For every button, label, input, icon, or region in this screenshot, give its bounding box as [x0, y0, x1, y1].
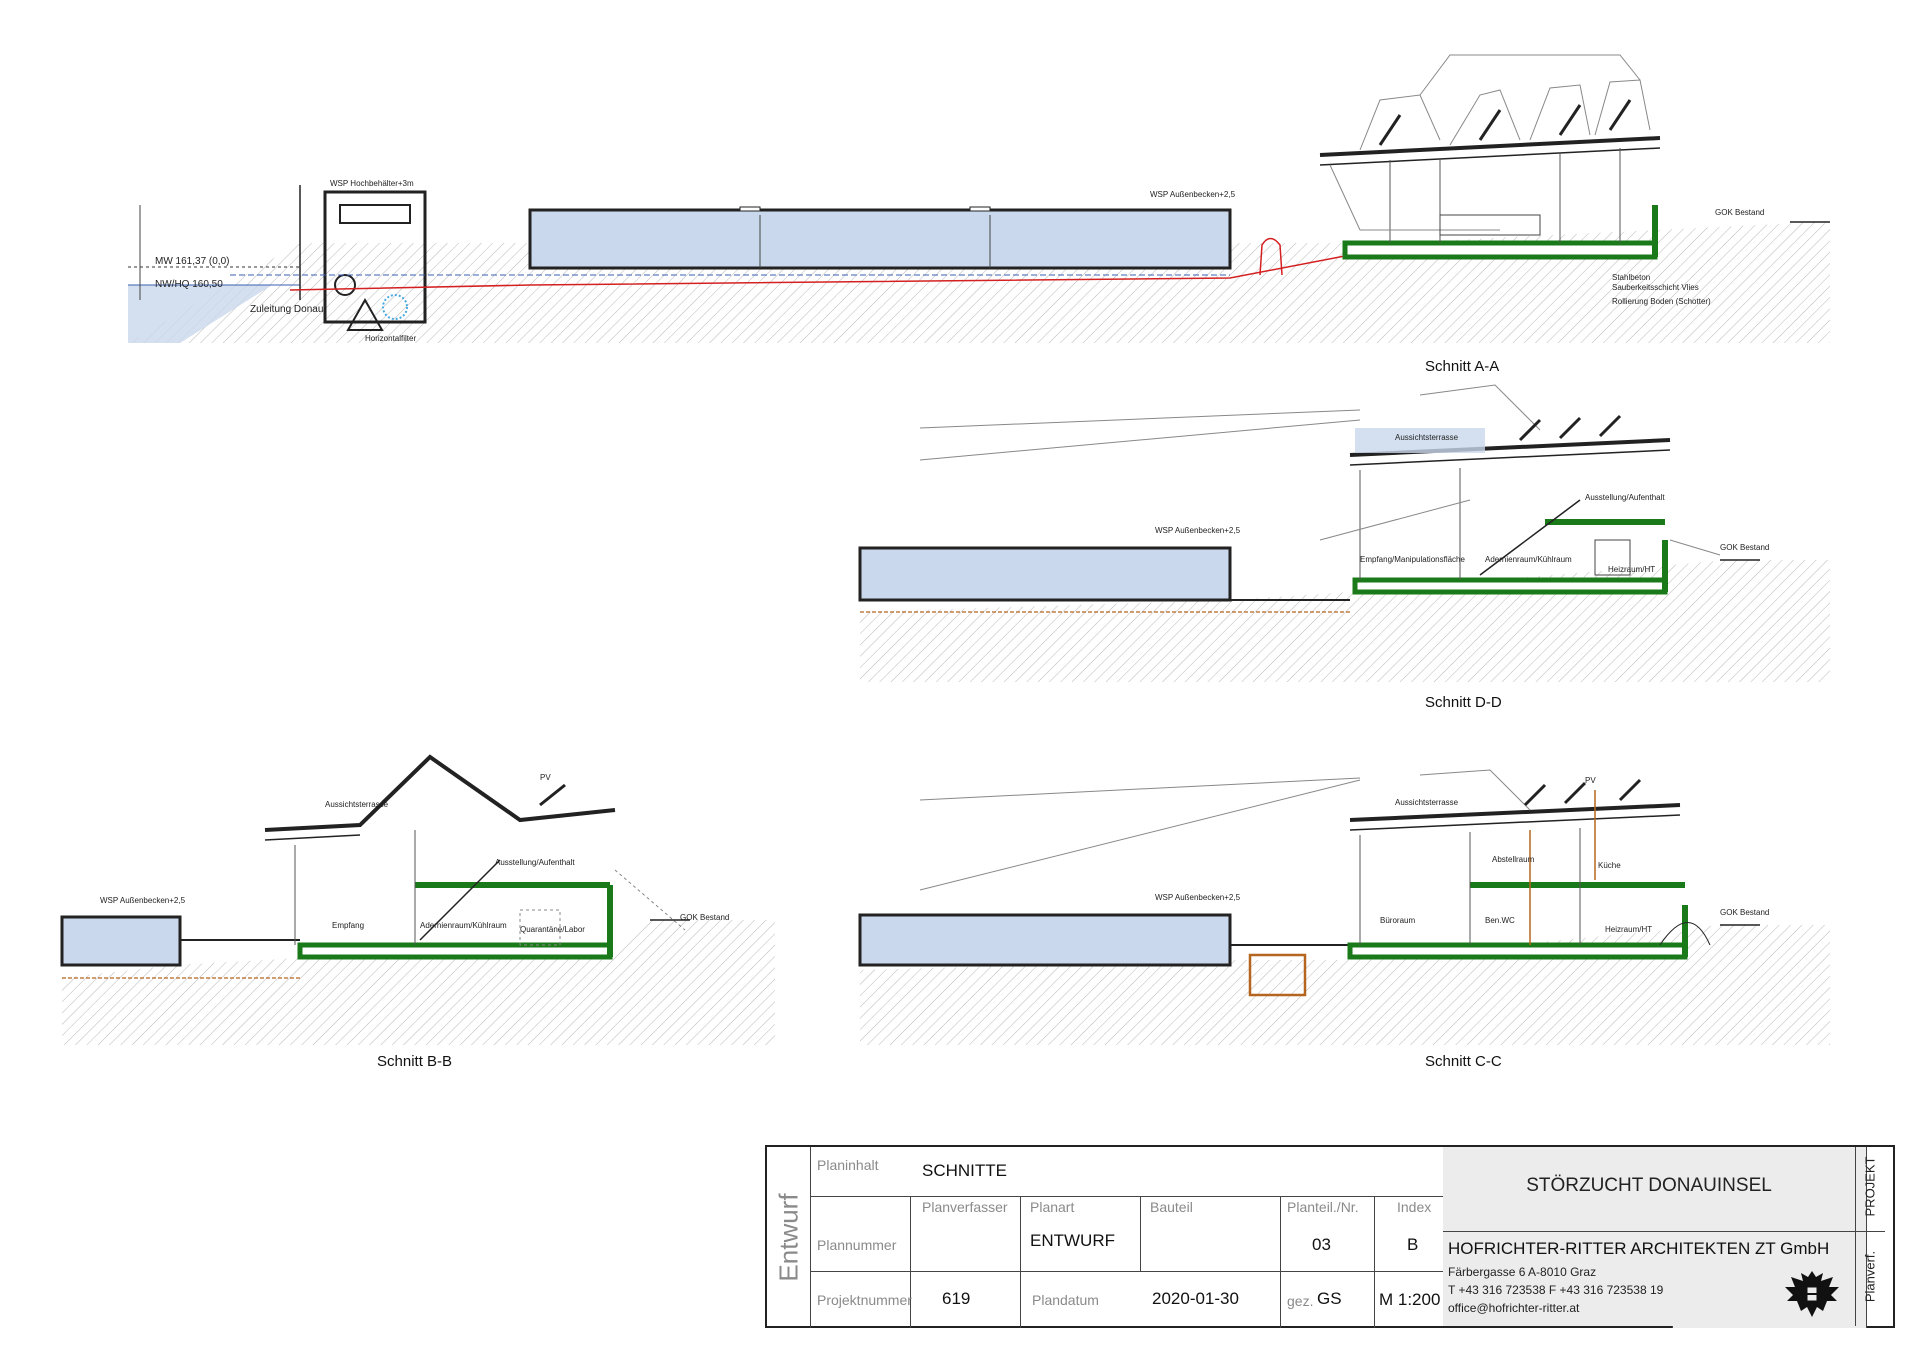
- project-block: STÖRZUCHT DONAUINSEL HOFRICHTER-RITTER A…: [1443, 1147, 1855, 1326]
- caption-schnitt-c-c: Schnitt C-C: [1425, 1053, 1502, 1070]
- bauteil-label: Bauteil: [1150, 1199, 1193, 1215]
- label-ausstellung-b: Ausstellung/Aufenthalt: [495, 858, 575, 867]
- address-text: Färbergasse 6 A-8010 Graz: [1448, 1265, 1597, 1279]
- gez-value: GS: [1317, 1289, 1342, 1308]
- email-text: office@hofrichter-ritter.at: [1448, 1301, 1580, 1315]
- label-ben-wc-c: Ben.WC: [1485, 916, 1515, 925]
- phone-text: T +43 316 723538 F +43 316 723538 19: [1448, 1283, 1664, 1297]
- vertical-label-entwurf: Entwurf: [769, 1193, 809, 1281]
- section-b-b: WSP Außenbecken+2,5 GOK Bestand Aussicht…: [60, 754, 775, 1070]
- project-name-text: STÖRZUCHT DONAUINSEL: [1526, 1175, 1772, 1196]
- label-heizraum-c: Heizraum/HT: [1605, 925, 1652, 934]
- outdoor-basin: [858, 913, 1232, 967]
- label-wsp-hochbehaelter: WSP Hochbehälter+3m: [330, 179, 414, 188]
- label-gok-bestand-b: GOK Bestand: [680, 913, 729, 922]
- projektnummer-label: Projektnummer: [817, 1292, 912, 1308]
- label-adsorberraum-b: Adernienraum/Kühlraum: [420, 921, 507, 930]
- label-wsp-aussenbecken-b: WSP Außenbecken+2,5: [100, 896, 186, 905]
- label-layer-1: Stahlbeton: [1612, 273, 1650, 282]
- planteil-value: 03: [1312, 1235, 1331, 1254]
- plandatum-label: Plandatum: [1032, 1292, 1099, 1308]
- plandatum-value: 2020-01-30: [1152, 1289, 1239, 1308]
- cistern: [1248, 953, 1307, 997]
- building-c-slab: [1347, 942, 1688, 960]
- label-gok-bestand-c: GOK Bestand: [1720, 908, 1769, 917]
- caption-schnitt-b-b: Schnitt B-B: [377, 1053, 452, 1070]
- firm-name-text: HOFRICHTER-RITTER ARCHITEKTEN ZT GmbH: [1448, 1239, 1830, 1258]
- planverfasser-label: Planverfasser: [922, 1199, 1008, 1215]
- outdoor-basin: [858, 546, 1232, 602]
- label-aussichtsterrasse-d: Aussichtsterrasse: [1395, 433, 1459, 442]
- entwurf-text: Entwurf: [773, 1192, 804, 1282]
- caption-schnitt-d-d: Schnitt D-D: [1425, 694, 1502, 711]
- label-buero-c: Büroraum: [1380, 916, 1415, 925]
- label-pv-b: PV: [540, 773, 551, 782]
- label-pv-c: PV: [1585, 776, 1596, 785]
- projekt-side-label: PROJEKT: [1862, 1156, 1878, 1217]
- plannummer-label: Plannummer: [817, 1237, 897, 1253]
- planteil-label: Planteil./Nr.: [1287, 1199, 1359, 1215]
- label-ausstellung-d: Ausstellung/Aufenthalt: [1585, 493, 1665, 502]
- gez-label: gez.: [1287, 1293, 1314, 1309]
- caption-schnitt-a-a: Schnitt A-A: [1425, 358, 1499, 375]
- label-wsp-aussenbecken-a: WSP Außenbecken+2,5: [1150, 190, 1236, 199]
- index-label: Index: [1397, 1199, 1432, 1215]
- scale-value: M 1:200: [1379, 1290, 1441, 1309]
- planinhalt-value: SCHNITTE: [922, 1161, 1007, 1180]
- label-adsorberraum-d: Adernienraum/Kühlraum: [1485, 555, 1572, 564]
- planinhalt-label: Planinhalt: [817, 1157, 879, 1173]
- label-empfang-b: Empfang: [332, 921, 364, 930]
- austrian-eagle-icon: [1785, 1271, 1839, 1317]
- side-column: PROJEKT Planverf.: [1855, 1147, 1885, 1326]
- planverf-side-label: Planverf.: [1862, 1250, 1878, 1303]
- label-aussichtsterrasse-b: Aussichtsterrasse: [325, 800, 389, 809]
- label-quarantaene-b: Quarantäne/Labor: [520, 925, 585, 934]
- section-c-c: WSP Außenbecken+2,5 GOK Bestand Aussicht…: [858, 769, 1830, 1070]
- river-water: [128, 285, 272, 343]
- label-heizraum-d: Heizraum/HT: [1608, 565, 1655, 574]
- label-wsp-aussenbecken-c: WSP Außenbecken+2,5: [1155, 893, 1241, 902]
- filter-shaft: [323, 190, 427, 324]
- projektnummer-value: 619: [942, 1289, 971, 1308]
- label-aussichtsterrasse-c: Aussichtsterrasse: [1395, 798, 1459, 807]
- building-a-slab: [1342, 240, 1658, 260]
- label-gok-bestand-a: GOK Bestand: [1715, 208, 1764, 217]
- building-d-slab: [1352, 577, 1668, 595]
- index-value: B: [1407, 1235, 1419, 1254]
- label-empfang-manip-d: Empfang/Manipulationsfläche: [1360, 555, 1466, 564]
- label-horizontalfilter: Horizontalfilter: [365, 334, 416, 343]
- label-gok-bestand-d: GOK Bestand: [1720, 543, 1769, 552]
- label-layer-2: Sauberkeitsschicht Vlies: [1612, 283, 1699, 292]
- label-wsp-aussenbecken-d: WSP Außenbecken+2,5: [1155, 526, 1241, 535]
- label-mw-level: MW 161,37 (0,0): [155, 256, 229, 267]
- label-kueche-c: Küche: [1598, 861, 1621, 870]
- label-abstellraum-c: Abstellraum: [1492, 855, 1535, 864]
- section-a-a: WSP Hochbehälter+3m MW 161,37 (0,0) NW/H…: [128, 54, 1830, 375]
- building-b-slab: [297, 942, 613, 960]
- label-nwhq-level: NW/HQ 160,50: [155, 279, 223, 290]
- planart-label: Planart: [1030, 1199, 1075, 1215]
- planart-value: ENTWURF: [1030, 1231, 1115, 1250]
- outdoor-basin: [528, 208, 1232, 270]
- outdoor-basin: [60, 915, 182, 967]
- label-zuleitung: Zuleitung Donau: [250, 304, 323, 315]
- section-d-d: WSP Außenbecken+2,5 GOK Bestand Aussicht…: [858, 384, 1830, 711]
- label-layer-3: Rollierung Boden (Schotter): [1612, 297, 1711, 306]
